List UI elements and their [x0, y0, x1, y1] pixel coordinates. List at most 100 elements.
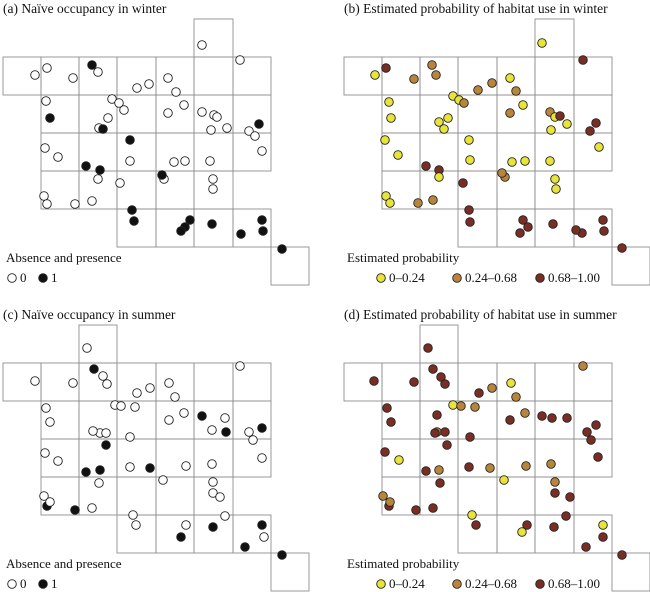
prob-low-marker: [393, 150, 403, 160]
absence-marker: [87, 196, 97, 206]
prob-high-marker: [421, 466, 431, 476]
absence-marker: [45, 417, 55, 427]
grid-cell: [193, 56, 234, 96]
prob-high-marker: [411, 505, 421, 515]
prob-mid-marker: [428, 195, 438, 205]
prob-high-marker: [571, 225, 581, 235]
prob-high-marker: [436, 372, 446, 382]
legend-swatch-1: [452, 273, 462, 283]
absence-marker: [257, 453, 267, 463]
absence-marker: [40, 448, 50, 458]
presence-marker: [129, 216, 139, 226]
absence-marker: [206, 125, 216, 135]
prob-high-marker: [442, 440, 452, 450]
grid-cell: [155, 438, 195, 478]
legend-swatch-0: [7, 273, 17, 283]
grid-cell: [457, 132, 498, 172]
prob-low-marker: [550, 174, 560, 184]
prob-low-marker: [370, 70, 380, 80]
prob-low-marker: [598, 520, 608, 530]
absence-marker: [101, 428, 111, 438]
absence-marker: [208, 174, 218, 184]
absence-marker: [125, 462, 135, 472]
presence-marker: [145, 463, 155, 473]
prob-high-marker: [617, 243, 627, 253]
presence-marker: [257, 215, 267, 225]
absence-marker: [250, 131, 260, 141]
absence-marker: [125, 156, 135, 166]
prob-low-marker: [385, 198, 395, 208]
panel-d-legend-label-1: 0.24–0.68: [465, 576, 517, 591]
prob-high-marker: [599, 226, 609, 236]
panel-c-markers: [30, 343, 287, 560]
panel-a-grid: [2, 18, 310, 286]
prob-mid-marker: [378, 491, 388, 501]
grid-cell: [496, 94, 536, 134]
grid-cell: [534, 438, 575, 478]
grid-cell: [116, 170, 157, 210]
absence-marker: [220, 511, 230, 521]
absence-marker: [180, 156, 190, 166]
absence-marker: [93, 67, 103, 77]
prob-low-marker: [448, 400, 458, 410]
presence-marker: [185, 215, 195, 225]
prob-high-marker: [561, 511, 571, 521]
grid-cell: [534, 56, 575, 96]
grid-cell: [116, 208, 157, 248]
panel-b-title: (b) Estimated probability of habitat use…: [344, 1, 608, 16]
panel-a-naive-winter: (a) Naïve occupancy in winter Absence an…: [2, 1, 310, 286]
absence-marker: [98, 371, 108, 381]
prob-high-marker: [565, 492, 575, 502]
absence-marker: [68, 73, 78, 83]
panel-b-probability-winter: (b) Estimated probability of habitat use…: [343, 1, 650, 286]
grid-cell: [573, 94, 613, 134]
panel-b-grid: [343, 18, 650, 286]
presence-marker: [240, 542, 250, 552]
absence-marker: [158, 475, 168, 485]
prob-low-marker: [562, 119, 572, 129]
grid-cell: [496, 438, 536, 478]
grid-cell: [232, 208, 272, 248]
presence-marker: [89, 364, 99, 374]
grid-cell: [457, 208, 498, 248]
panel-a-legend: Absence and presence 0 1: [6, 250, 122, 285]
prob-high-marker: [549, 522, 559, 532]
prob-low-marker: [518, 100, 528, 110]
absence-marker: [116, 401, 126, 411]
presence-marker: [176, 226, 186, 236]
grid-cell: [534, 18, 575, 58]
presence-marker: [45, 113, 55, 123]
prob-mid-marker: [511, 392, 521, 402]
presence-marker: [98, 124, 108, 134]
prob-high-marker: [465, 217, 475, 227]
absence-marker: [197, 107, 207, 117]
grid-cell: [193, 438, 234, 478]
prob-low-marker: [394, 455, 404, 465]
presence-marker: [157, 170, 167, 180]
panel-d-title: (d) Estimated probability of habitat use…: [344, 307, 617, 322]
absence-marker: [235, 55, 245, 65]
absence-marker: [235, 361, 245, 371]
grid-cell: [496, 132, 536, 172]
prob-high-marker: [591, 118, 601, 128]
presence-marker: [197, 411, 207, 421]
presence-marker: [81, 161, 91, 171]
grid-cell: [193, 514, 234, 554]
absence-marker: [208, 488, 218, 498]
prob-mid-marker: [487, 383, 497, 393]
presence-marker: [254, 119, 264, 129]
absence-marker: [88, 426, 98, 436]
prob-high-marker: [578, 55, 588, 65]
prob-high-marker: [582, 427, 592, 437]
prob-low-marker: [546, 125, 556, 135]
grid-cell: [193, 18, 234, 58]
panel-d-legend-label-0: 0–0.24: [389, 576, 425, 591]
grid-cell: [611, 246, 650, 286]
legend-swatch-2: [535, 273, 545, 283]
grid-cell: [534, 132, 575, 172]
absence-marker: [132, 388, 142, 398]
legend-swatch-0: [7, 579, 17, 589]
prob-low-marker: [465, 155, 475, 165]
presence-marker: [208, 522, 218, 532]
absence-marker: [170, 392, 180, 402]
